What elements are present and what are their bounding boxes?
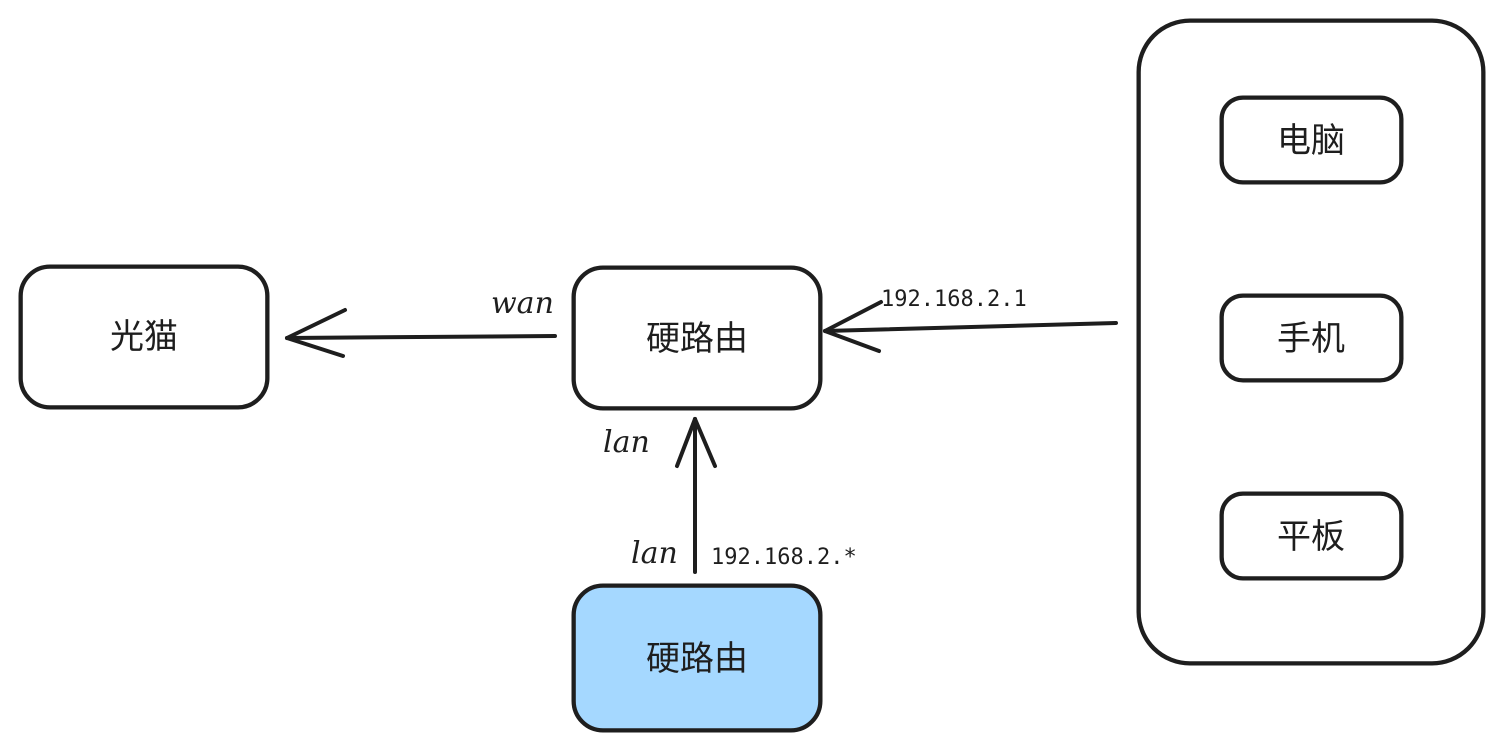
- device-tablet-node[interactable]: 平板: [1219, 491, 1404, 581]
- modem-label: 光猫: [110, 317, 178, 357]
- device-phone-node[interactable]: 手机: [1219, 293, 1404, 383]
- arrow-devices-to-router[interactable]: [823, 300, 1118, 353]
- main-router-label: 硬路由: [646, 319, 748, 359]
- sub-router-node[interactable]: 硬路由: [571, 583, 823, 733]
- device-tablet-label: 平板: [1277, 517, 1345, 557]
- wan-label: wan: [491, 286, 554, 321]
- device-pc-node[interactable]: 电脑: [1219, 95, 1404, 185]
- sub-ip-label: 192.168.2.*: [711, 545, 857, 570]
- lan-bottom-label: lan: [631, 536, 678, 571]
- lan-top-label: lan: [603, 425, 650, 460]
- arrow-router-to-modem[interactable]: [285, 308, 557, 358]
- device-phone-label: 手机: [1277, 319, 1345, 359]
- arrow-sub-to-main[interactable]: [675, 417, 717, 574]
- modem-node[interactable]: 光猫: [18, 264, 270, 410]
- device-pc-label: 电脑: [1277, 121, 1345, 161]
- sub-router-label: 硬路由: [646, 639, 748, 679]
- devices-ip-label: 192.168.2.1: [881, 287, 1027, 312]
- main-router-node[interactable]: 硬路由: [571, 265, 823, 411]
